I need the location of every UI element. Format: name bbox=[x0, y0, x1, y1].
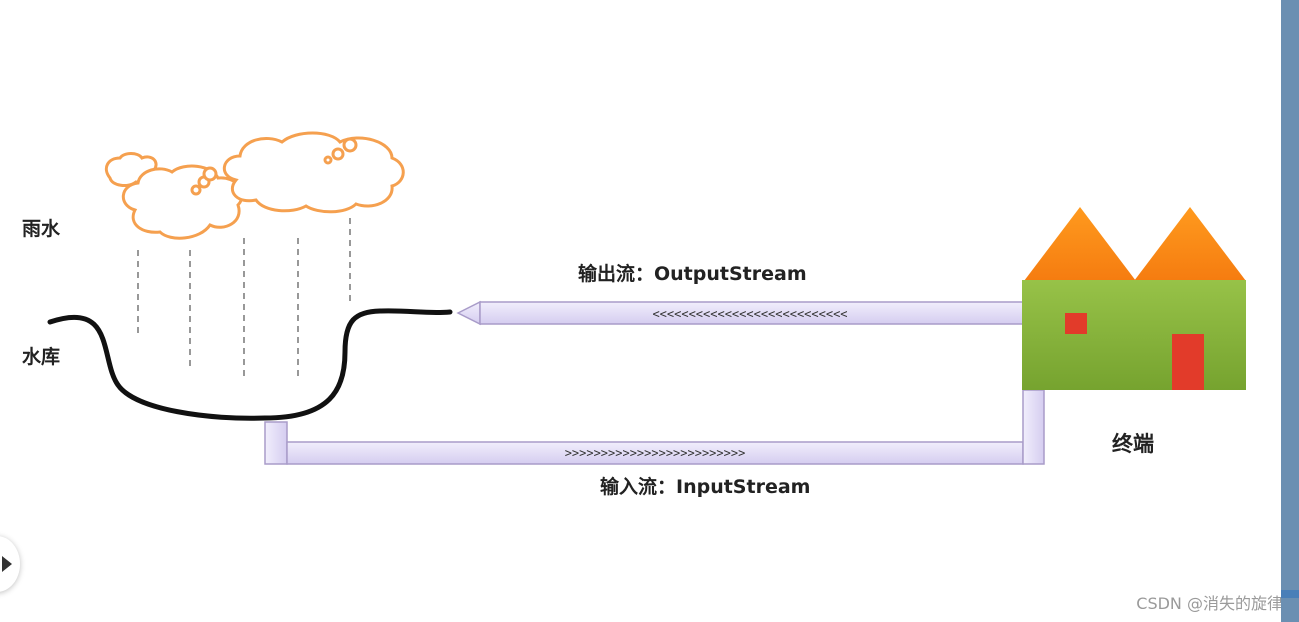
play-icon[interactable] bbox=[0, 536, 20, 592]
cloud-icon bbox=[104, 131, 405, 240]
input-stream-label: 输入流：InputStream bbox=[600, 476, 811, 498]
roof-right bbox=[1134, 207, 1246, 281]
input-stream-pipe: >>>>>>>>>>>>>>>>>>>>>>>>> bbox=[264, 389, 1045, 465]
cloud-middle bbox=[121, 164, 244, 240]
output-stream-label: 输出流：OutputStream bbox=[578, 263, 807, 285]
output-chevrons: <<<<<<<<<<<<<<<<<<<<<<<<<<< bbox=[652, 307, 847, 321]
reservoir-curve bbox=[47, 308, 453, 421]
house-window bbox=[1065, 313, 1087, 334]
watermark: CSDN @消失的旋律 bbox=[1136, 594, 1283, 613]
house-icon bbox=[1022, 207, 1246, 390]
house-door bbox=[1172, 334, 1204, 390]
house-wall bbox=[1022, 280, 1246, 390]
rain-label: 雨水 bbox=[22, 218, 61, 240]
roof-left bbox=[1024, 207, 1136, 281]
output-stream-pipe: <<<<<<<<<<<<<<<<<<<<<<<<<<< bbox=[456, 300, 1025, 326]
scrollbar[interactable] bbox=[1281, 0, 1299, 622]
reservoir-label: 水库 bbox=[22, 346, 61, 368]
input-chevrons: >>>>>>>>>>>>>>>>>>>>>>>>> bbox=[565, 446, 746, 460]
terminal-label: 终端 bbox=[1112, 432, 1154, 456]
rain-lines bbox=[137, 218, 351, 380]
cloud-large bbox=[223, 131, 405, 214]
